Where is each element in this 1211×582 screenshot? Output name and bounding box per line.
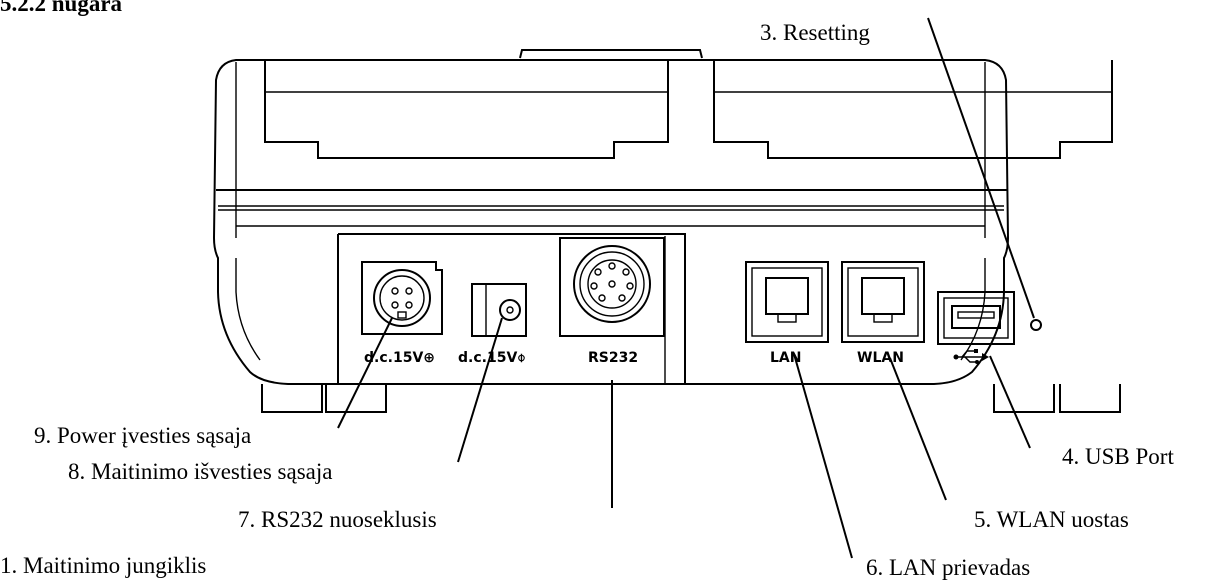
- dc-output-port: [471, 283, 527, 337]
- label-power-output: 8. Maitinimo išvesties sąsaja: [68, 459, 332, 484]
- wlan-port-label: WLAN: [857, 350, 904, 366]
- label-lan: 6. LAN prievadas: [866, 555, 1030, 580]
- leader-wlan: [889, 357, 947, 501]
- usb-port: [937, 291, 1015, 345]
- lan-port-label: LAN: [770, 350, 801, 366]
- leader-power-output: [457, 317, 503, 463]
- label-wlan: 5. WLAN uostas: [974, 507, 1129, 532]
- section-heading: 5.2.2 nugara: [0, 0, 123, 16]
- usb-symbol-icon: [953, 349, 989, 364]
- dc-input-port: [361, 261, 443, 335]
- label-rs232: 7. RS232 nuoseklusis: [238, 507, 437, 532]
- label-usb: 4. USB Port: [1062, 444, 1174, 469]
- dc-input-label: d.c.15V⊕: [364, 350, 435, 366]
- wlan-port: [841, 261, 925, 343]
- leader-lines: [337, 17, 1035, 559]
- leader-lan: [793, 353, 853, 559]
- label-resetting: 3. Resetting: [760, 20, 870, 45]
- label-power-switch: 1. Maitinimo jungiklis: [0, 553, 206, 578]
- leader-resetting: [927, 17, 1035, 319]
- leader-power-input: [337, 317, 393, 429]
- lan-port: [745, 261, 829, 343]
- leader-usb: [989, 355, 1031, 449]
- rs232-port: [559, 237, 665, 337]
- label-power-input: 9. Power įvesties sąsaja: [34, 423, 251, 448]
- rs232-port-label: RS232: [588, 350, 638, 366]
- reset-button-icon: [1030, 319, 1042, 331]
- dc-output-label: d.c.15V⌽: [458, 350, 526, 366]
